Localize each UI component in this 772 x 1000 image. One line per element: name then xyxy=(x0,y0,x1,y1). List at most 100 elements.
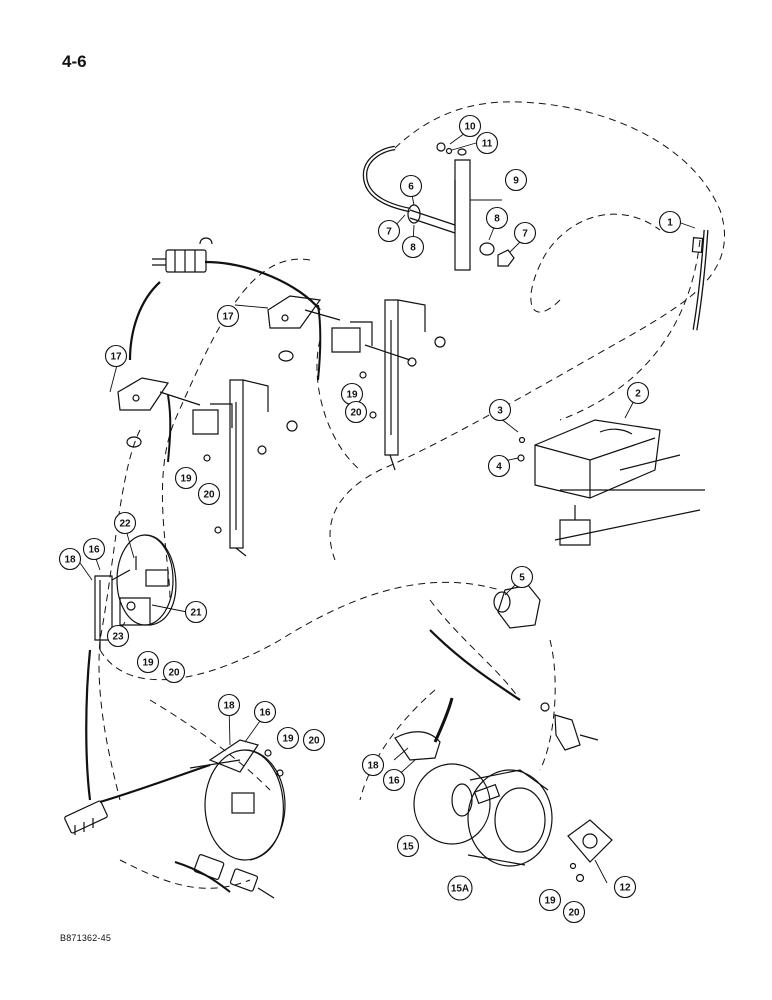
page-number: 4-6 xyxy=(62,52,87,71)
callout-circle xyxy=(396,834,420,858)
callout-c6: 6 xyxy=(399,174,423,198)
sensor-part-5 xyxy=(493,584,541,629)
callout-label: 19 xyxy=(142,658,154,669)
callout-label: 10 xyxy=(464,122,476,133)
callout-circle xyxy=(626,381,650,405)
callout-circle xyxy=(485,206,509,230)
callout-label: 20 xyxy=(350,408,362,419)
callout-c7b: 7 xyxy=(513,221,537,245)
callout-c18c: 18 xyxy=(361,753,385,777)
callout-label: 1 xyxy=(667,218,673,229)
callout-circle xyxy=(58,547,82,571)
callout-circle xyxy=(276,726,300,750)
callout-c19d: 19 xyxy=(276,726,300,750)
callout-c2: 2 xyxy=(626,381,650,405)
callout-c17b: 17 xyxy=(104,344,128,368)
callout-label: 18 xyxy=(223,701,235,712)
sender-bracket-upper xyxy=(267,295,446,471)
callout-circle xyxy=(658,210,682,234)
callout-label: 20 xyxy=(308,736,320,747)
callout-circle xyxy=(197,482,221,506)
callout-circle xyxy=(488,398,512,422)
speed-sensor-left xyxy=(94,534,177,650)
callout-circle xyxy=(184,600,208,624)
callout-c20a: 20 xyxy=(344,400,368,424)
connector-upper xyxy=(152,237,213,273)
callout-c3: 3 xyxy=(488,398,512,422)
cable-end-part-1 xyxy=(691,229,709,331)
callout-label: 17 xyxy=(110,352,122,363)
callout-label: 8 xyxy=(410,243,416,254)
callout-circle xyxy=(106,624,130,648)
callout-circle xyxy=(399,174,423,198)
callout-circle xyxy=(344,400,368,424)
callout-circle xyxy=(136,650,160,674)
callout-label: 4 xyxy=(496,462,502,473)
callout-c16c: 16 xyxy=(382,768,406,792)
callout-circle xyxy=(382,768,406,792)
callout-c19a: 19 xyxy=(340,382,364,406)
callout-label: 20 xyxy=(203,490,215,501)
callout-c17a: 17 xyxy=(216,304,240,328)
callout-label: 3 xyxy=(497,406,503,417)
callout-c8a: 8 xyxy=(401,235,425,259)
callout-label: 16 xyxy=(259,708,271,719)
callout-circle xyxy=(217,693,241,717)
control-module xyxy=(517,419,705,546)
callout-c7a: 7 xyxy=(377,219,401,243)
callout-label: 8 xyxy=(494,214,500,225)
callout-c12: 12 xyxy=(613,875,637,899)
callout-circle xyxy=(361,753,385,777)
callout-circle xyxy=(562,900,586,924)
callout-c16a: 16 xyxy=(82,537,106,561)
callout-label: 15A xyxy=(451,884,469,895)
callout-label: 7 xyxy=(522,229,528,240)
cable-clamp-right xyxy=(540,702,599,751)
callout-circle xyxy=(458,114,482,138)
callout-circle xyxy=(377,219,401,243)
callout-circle xyxy=(162,660,186,684)
callout-circle xyxy=(513,221,537,245)
callout-c18a: 18 xyxy=(58,547,82,571)
callout-c15: 15 xyxy=(396,834,420,858)
callout-circle xyxy=(174,466,198,490)
callout-circle xyxy=(302,728,326,752)
callout-circle xyxy=(475,131,499,155)
callout-label: 21 xyxy=(190,608,202,619)
callout-c22: 22 xyxy=(113,511,137,535)
callout-c19b: 19 xyxy=(174,466,198,490)
callout-c20e: 20 xyxy=(562,900,586,924)
callout-circle xyxy=(447,875,473,901)
callout-c19e: 19 xyxy=(538,888,562,912)
callout-label: 15 xyxy=(402,842,414,853)
callout-label: 11 xyxy=(482,139,493,150)
callout-c18b: 18 xyxy=(217,693,241,717)
callout-label: 2 xyxy=(635,389,641,400)
callout-circle xyxy=(253,700,277,724)
callout-label: 6 xyxy=(408,182,414,193)
callout-label: 19 xyxy=(180,474,192,485)
figure-code: B871362-45 xyxy=(60,933,112,943)
callout-c21: 21 xyxy=(184,600,208,624)
callout-label: 16 xyxy=(388,776,400,787)
callout-label: 23 xyxy=(112,632,124,643)
callout-circle xyxy=(504,168,528,192)
callout-label: 19 xyxy=(282,734,294,745)
callout-circle xyxy=(113,511,137,535)
callout-label: 18 xyxy=(64,555,76,566)
callout-label: 22 xyxy=(119,519,131,530)
callout-circle xyxy=(104,344,128,368)
throttle-cable-bracket xyxy=(362,142,515,271)
callout-c8b: 8 xyxy=(485,206,509,230)
callout-c20d: 20 xyxy=(302,728,326,752)
speed-sensor-bottom-left xyxy=(189,739,286,861)
callout-label: 12 xyxy=(619,883,631,894)
callout-c23: 23 xyxy=(106,624,130,648)
callout-c4: 4 xyxy=(487,454,511,478)
callout-c19c: 19 xyxy=(136,650,160,674)
callout-label: 18 xyxy=(367,761,379,772)
callout-circle xyxy=(216,304,240,328)
sender-bracket-left xyxy=(117,377,298,557)
callout-circle xyxy=(538,888,562,912)
